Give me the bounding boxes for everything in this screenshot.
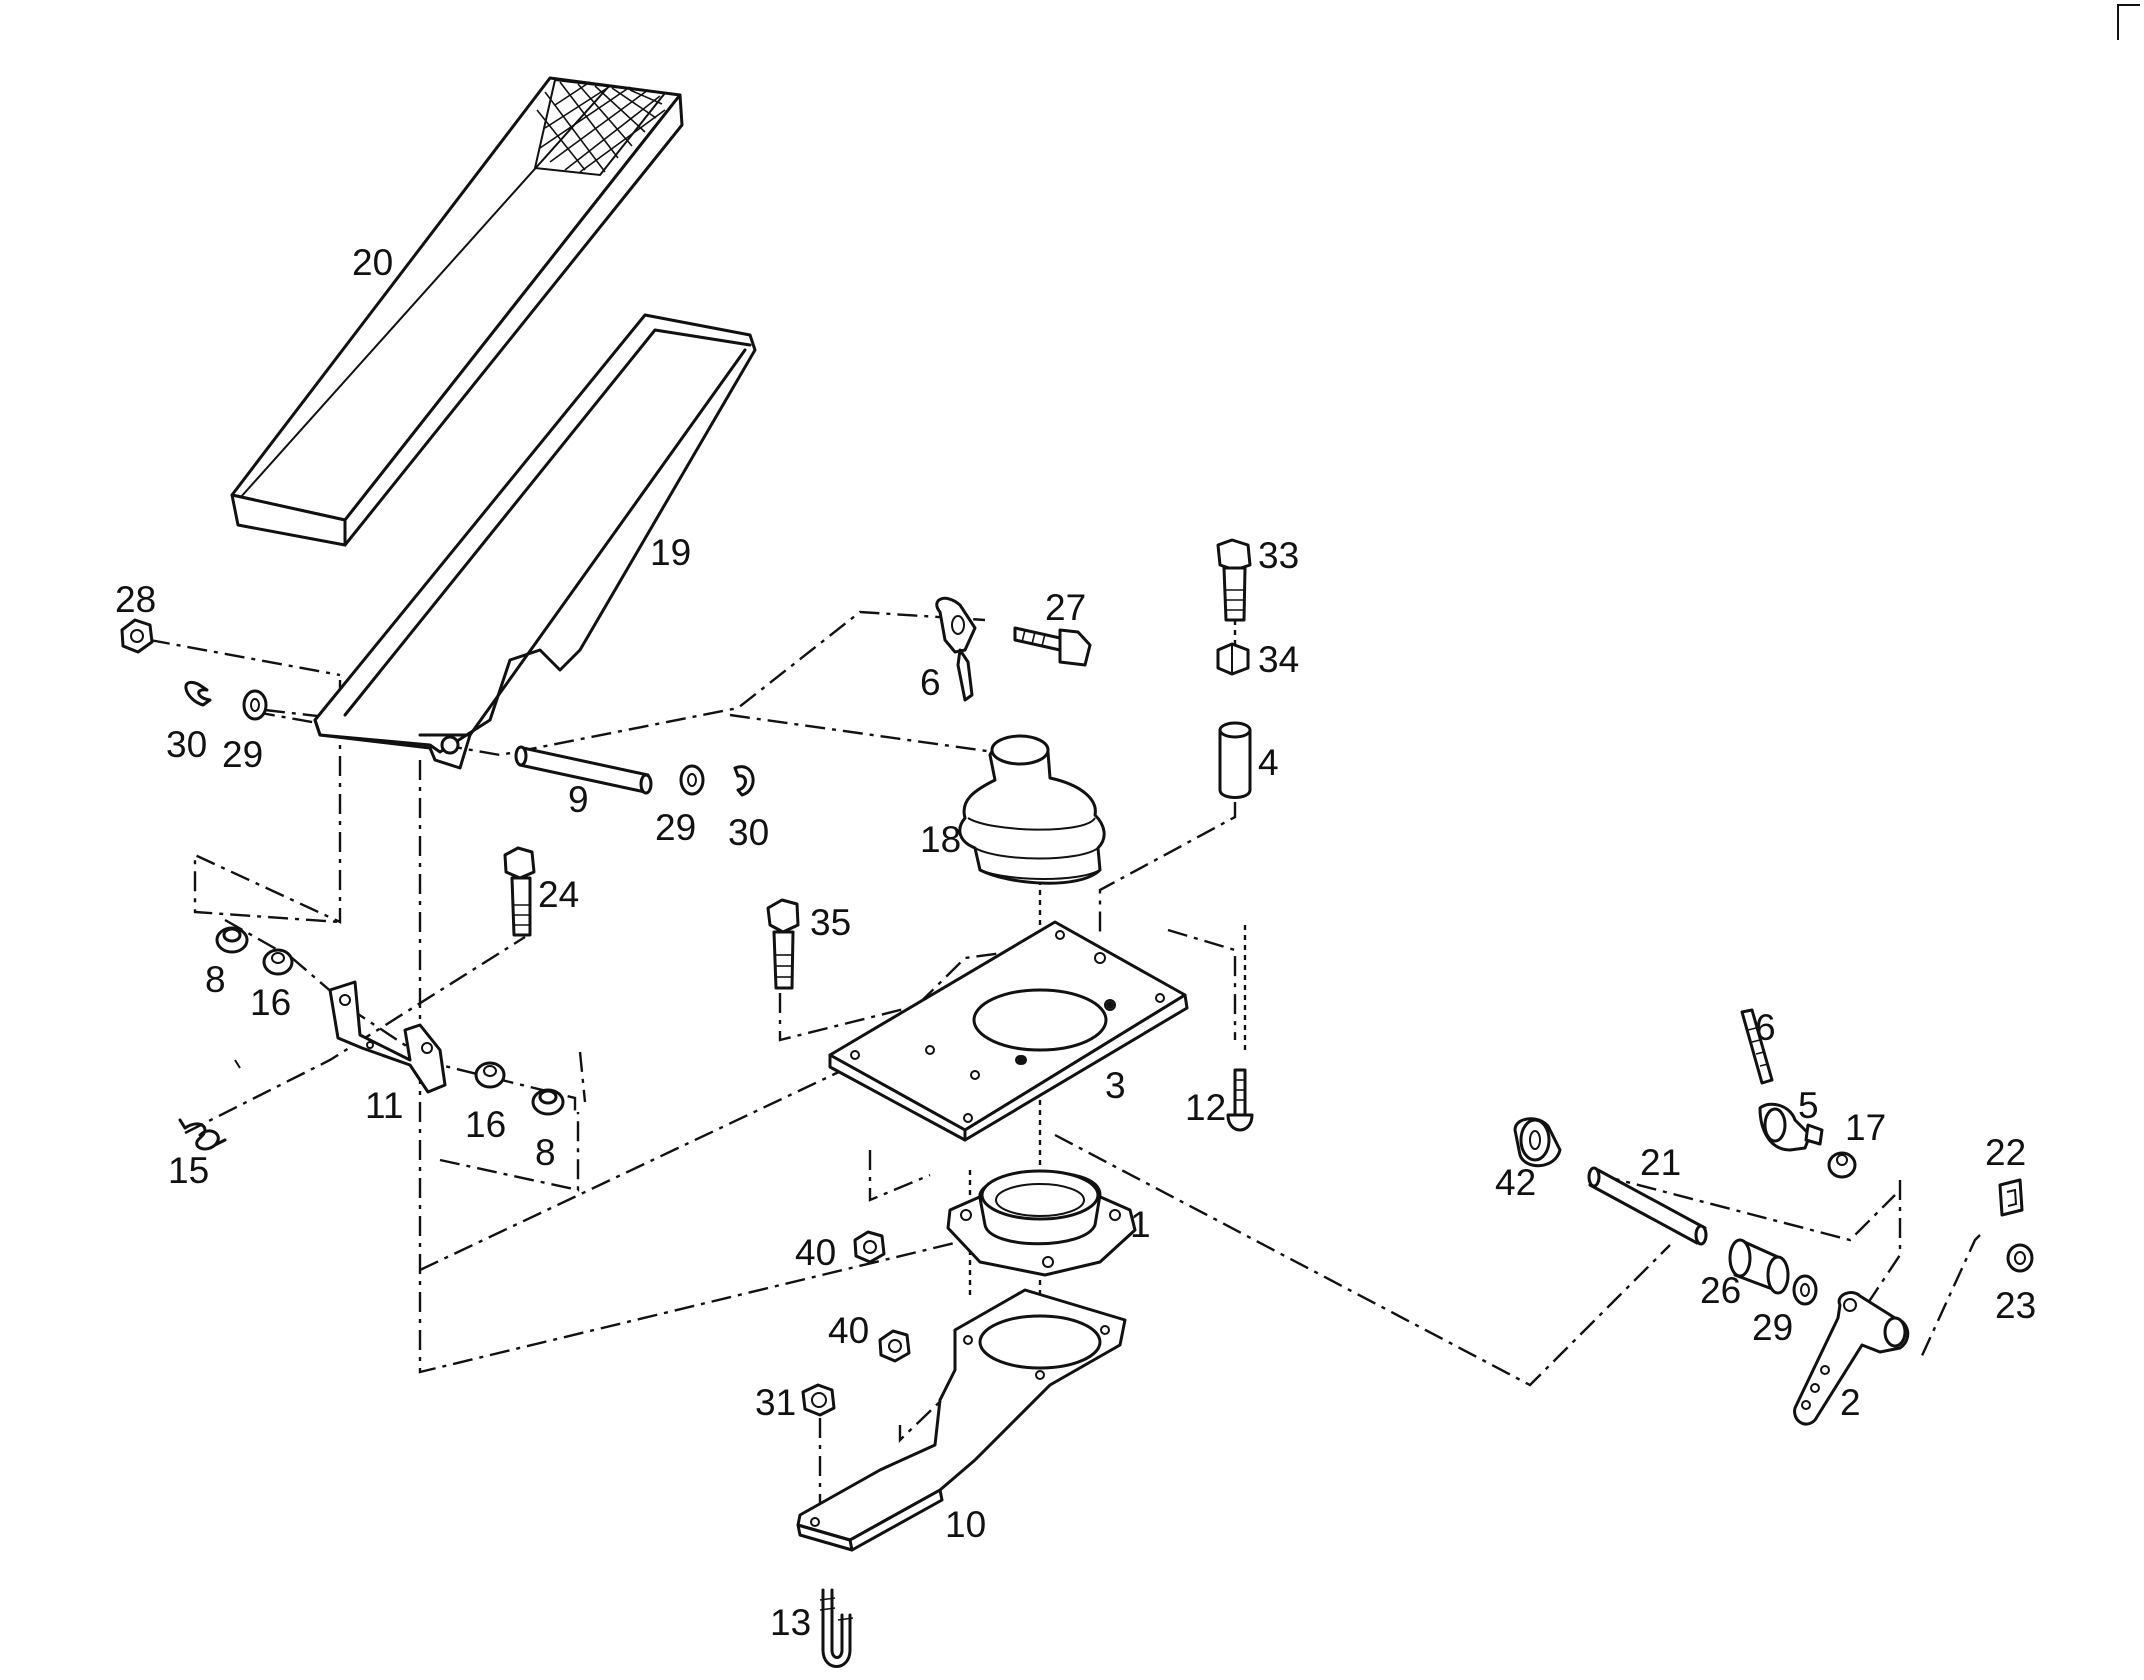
pedal-arm-part-19 [313,313,757,770]
ball-joint-part-5 [1758,1102,1824,1152]
callout-24: 24 [538,874,579,915]
bolt-part-35 [766,898,800,990]
callout-27: 27 [1045,587,1086,628]
callout-5: 5 [1798,1085,1819,1126]
nut-part-40-upper [853,1230,886,1264]
callout-12: 12 [1185,1087,1226,1128]
callout-17: 17 [1845,1107,1886,1148]
callout-29a: 29 [222,734,263,775]
bolt-part-33 [1216,538,1252,622]
callout-13: 13 [770,1602,811,1643]
callout-40b: 40 [828,1310,869,1351]
retaining-clip-part-22 [1998,1178,2024,1217]
nut-part-17 [1827,1151,1857,1179]
callout-35: 35 [810,902,851,943]
callout-42: 42 [1495,1162,1536,1203]
callout-16b: 16 [465,1104,506,1145]
spacer-part-4 [1218,721,1252,799]
callout-18: 18 [920,819,961,860]
callout-4: 4 [1258,742,1279,783]
callout-40a: 40 [795,1232,836,1273]
callout-19: 19 [650,532,691,573]
callout-21: 21 [1640,1142,1681,1183]
mounting-plate-part-3 [828,920,1189,1142]
callout-8a: 8 [205,959,226,1000]
callout-29c: 29 [1752,1307,1793,1348]
bushing-part-8-left [215,926,249,954]
screw-part-12 [1226,1068,1254,1132]
callout-26: 26 [1700,1270,1741,1311]
washer-part-23 [2006,1243,2034,1273]
callout-labels: 1 2 3 4 5 6 6 8 8 9 10 11 12 13 15 16 16… [115,242,2036,1643]
callout-20: 20 [352,242,393,283]
bolt-part-27 [1013,626,1092,667]
bushing-part-8-right [531,1088,565,1116]
corner-mark [2117,4,2140,40]
callout-9: 9 [568,779,589,820]
nut-part-28 [120,618,154,654]
nut-part-31 [801,1383,836,1417]
callout-29b: 29 [655,807,696,848]
circlip-part-30-left [184,680,212,707]
callout-31: 31 [755,1382,796,1423]
washer-part-29-center [679,764,705,796]
callout-30b: 30 [728,812,769,853]
pivot-pin-part-9 [514,745,653,795]
callout-2: 2 [1840,1382,1861,1423]
callout-33: 33 [1258,535,1299,576]
callout-15: 15 [168,1150,209,1191]
callout-11: 11 [365,1085,403,1126]
nut-part-34 [1216,642,1250,676]
stud-part-6-right [1740,1008,1774,1085]
bushing-part-16-right [474,1061,506,1089]
u-bolt-part-13 [819,1588,854,1668]
callout-10: 10 [945,1504,986,1545]
rod-part-21 [1587,1166,1708,1246]
bushing-part-42 [1513,1117,1562,1168]
callout-6b: 6 [1755,1007,1776,1048]
rubber-boot-part-18 [958,734,1106,885]
callout-30a: 30 [166,724,207,765]
callout-34: 34 [1258,639,1299,680]
callout-16a: 16 [250,982,291,1023]
circlip-part-30-center [733,765,755,797]
bearing-housing-part-1 [946,1169,1137,1277]
callout-6a: 6 [920,662,941,703]
spring-bracket-part-11 [328,980,447,1094]
callout-1: 1 [1130,1204,1151,1245]
lever-part-2 [1793,1291,1910,1426]
bolt-part-24 [503,846,536,937]
pedal-pad-part-20 [230,76,684,547]
callout-3: 3 [1105,1065,1126,1106]
nut-part-40-lower [878,1329,911,1363]
sleeve-part-26 [1728,1238,1790,1295]
callout-23: 23 [1995,1285,2036,1326]
floor-bracket-part-10 [796,1288,1127,1552]
callout-22: 22 [1985,1132,2026,1173]
return-spring-part-15 [178,1059,241,1151]
bushing-part-16-left [262,948,294,976]
washer-part-29-left [242,689,268,721]
rod-end-part-6-top [935,596,977,702]
callout-8b: 8 [535,1132,556,1173]
washer-part-29-right [1792,1274,1818,1306]
callout-28: 28 [115,579,156,620]
